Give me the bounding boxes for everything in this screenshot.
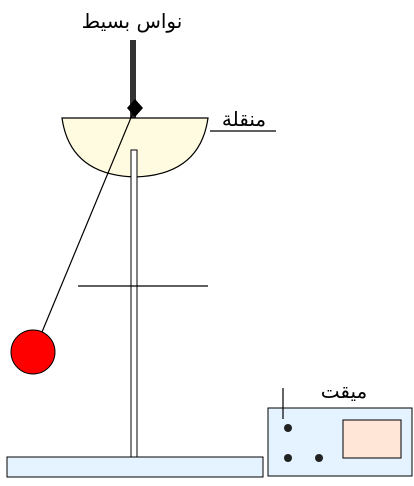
protractor-label: منقلة [222,107,266,131]
pendulum-bob [10,329,56,375]
pendulum-label: نواس بسيط [82,9,183,33]
timer-knob-bottom-right [315,454,323,462]
top-support-rod [130,40,136,150]
pendulum-string [41,107,136,333]
timer-label: ميقت [321,379,368,403]
pivot-knot [127,99,143,117]
timer-knob-bottom-left [284,454,292,462]
timer-screen [342,419,402,459]
base-platform [6,456,264,478]
stand-rod [130,149,138,458]
timer-knob-top [284,424,292,432]
